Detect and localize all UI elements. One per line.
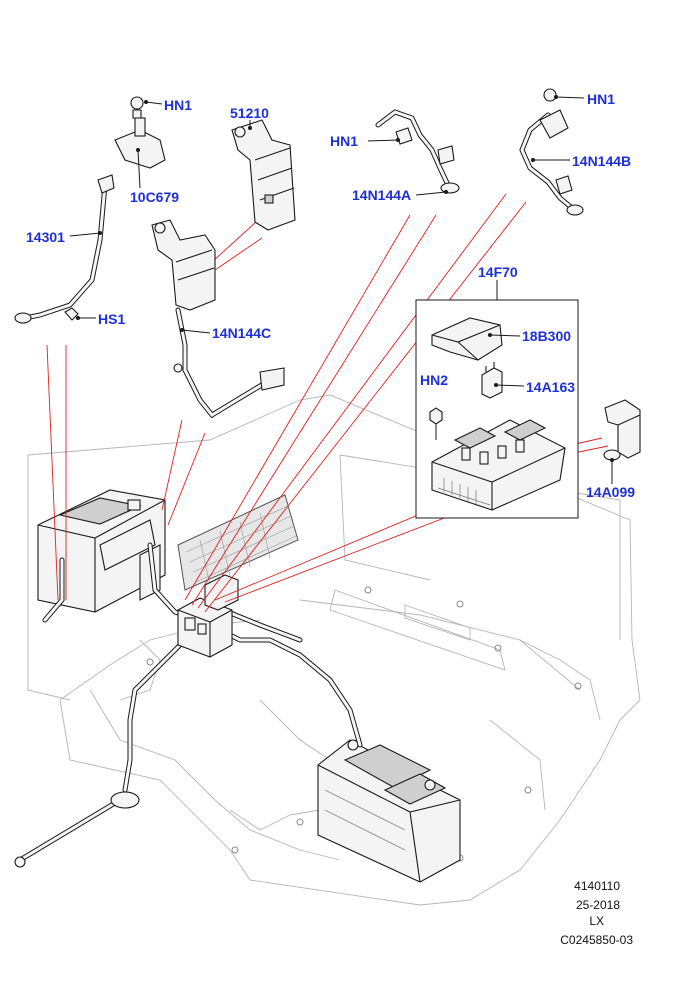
part-14n144b-cable — [519, 88, 584, 216]
callout-hn1-b: HN1 — [330, 133, 358, 149]
callout-14301: 14301 — [26, 229, 65, 245]
auxiliary-battery — [317, 739, 461, 883]
callout-14a099: 14A099 — [586, 484, 635, 500]
callout-14f70: 14F70 — [478, 264, 518, 280]
red-leader-lines — [46, 193, 609, 613]
part-14a099-bracket — [603, 399, 641, 461]
part-14301-cable — [14, 96, 166, 324]
footer-line-1: 4140110 — [574, 879, 620, 893]
callout-labels: HN1 10C679 14301 HS1 51210 14N144C HN1 1… — [26, 91, 635, 500]
callout-hn2: HN2 — [420, 372, 448, 388]
footer-line-2: 25-2018 — [576, 898, 620, 912]
callout-18b300: 18B300 — [522, 328, 571, 344]
callout-14n144c: 14N144C — [212, 325, 271, 341]
callout-10c679: 10C679 — [130, 189, 179, 205]
callout-51210: 51210 — [230, 105, 269, 121]
installed-junction-box — [177, 574, 239, 658]
footer-line-3: LX — [589, 914, 604, 928]
installed-harness — [14, 542, 363, 868]
main-battery — [37, 489, 166, 613]
part-14n144a-cable — [375, 109, 460, 194]
callout-14n144b: 14N144B — [572, 153, 631, 169]
footer-line-4: C0245850-03 — [560, 933, 633, 947]
detail-box-14f70 — [415, 280, 579, 519]
callout-14n144a: 14N144A — [352, 187, 411, 203]
reference-footer: 4140110 25-2018 LX C0245850-03 — [560, 879, 633, 947]
callout-leaders — [69, 95, 614, 484]
callout-14a163: 14A163 — [526, 379, 575, 395]
mesh-panel — [177, 494, 299, 591]
callout-hn1-c: HN1 — [587, 91, 615, 107]
part-14n144c-cable — [151, 219, 285, 419]
callout-hs1: HS1 — [98, 311, 125, 327]
part-51210-fusebox — [231, 119, 296, 231]
callout-hn1-a: HN1 — [164, 97, 192, 113]
